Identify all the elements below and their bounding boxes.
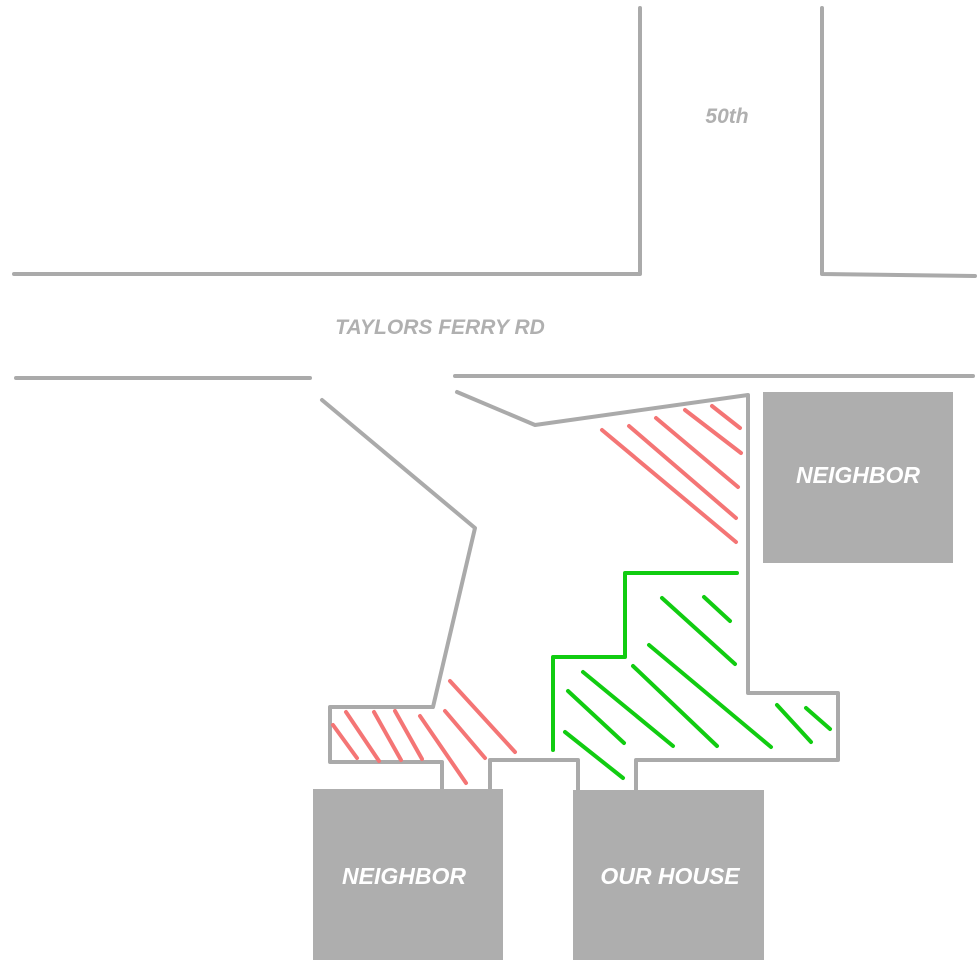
neighbor-right-label: NEIGHBOR bbox=[796, 462, 920, 488]
red-hatch-area-bottom bbox=[331, 679, 517, 785]
neighbor-bottom-label: NEIGHBOR bbox=[342, 863, 466, 889]
neighbor-right-building bbox=[763, 392, 953, 563]
driveway-outline-middle bbox=[488, 758, 580, 792]
red-hatch-area-top bbox=[600, 404, 743, 544]
street-label-taylors-ferry: TAYLORS FERRY RD bbox=[335, 316, 545, 339]
driveway-outline-right bbox=[455, 390, 840, 792]
road-edge-north-left bbox=[12, 6, 642, 276]
road-edge-north-right bbox=[820, 6, 977, 278]
our-house-label: OUR HOUSE bbox=[600, 863, 740, 889]
driveway-outline-left bbox=[320, 398, 477, 792]
our-house-building bbox=[573, 790, 764, 960]
neighbor-bottom-building bbox=[313, 789, 503, 960]
street-label-50th: 50th bbox=[705, 105, 748, 128]
green-hatch-area bbox=[551, 571, 832, 780]
